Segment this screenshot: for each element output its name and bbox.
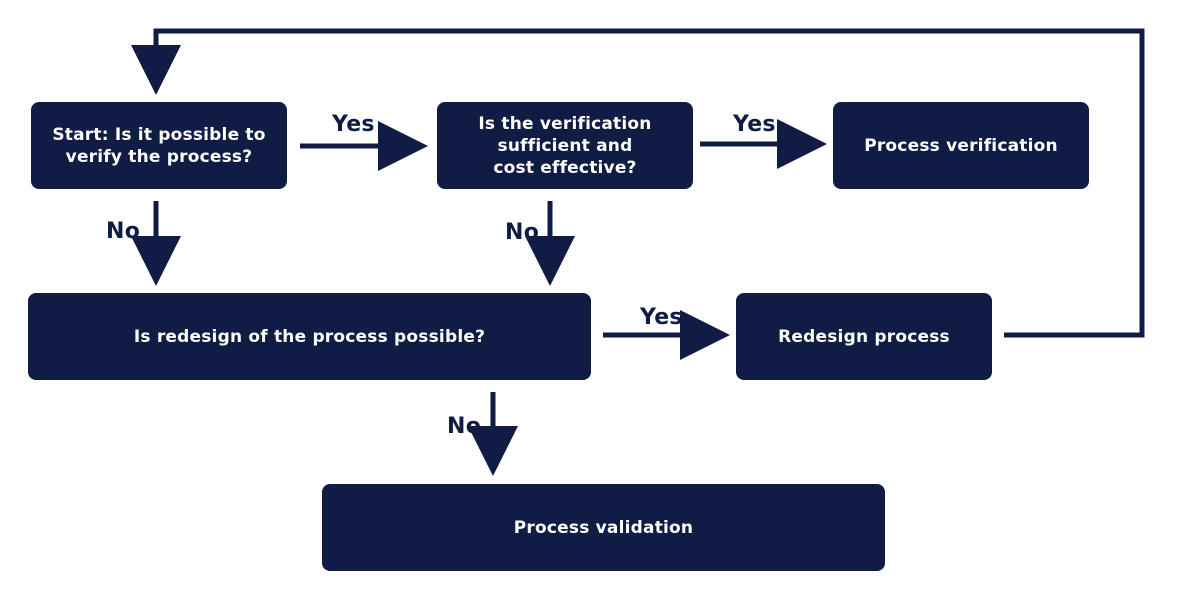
arrow-feedback-loop-to-start bbox=[131, 28, 1145, 338]
edge-label-yes-redesign-to-redesign-process: Yes bbox=[640, 305, 683, 330]
edge-label-yes-verification-to-process-verification: Yes bbox=[733, 112, 776, 137]
node-verification-check: Is the verification sufficient and cost … bbox=[437, 102, 693, 189]
node-redesign-process: Redesign process bbox=[736, 293, 992, 380]
edge-label-no-redesign-to-validation: No bbox=[447, 414, 482, 439]
node-redesign-check: Is redesign of the process possible? bbox=[28, 293, 591, 380]
edge-label-yes-start-to-verification: Yes bbox=[332, 112, 375, 137]
edge-label-no-verification-to-redesign: No bbox=[505, 220, 540, 245]
edge-label-no-start-to-redesign: No bbox=[106, 219, 141, 244]
node-process-validation: Process validation bbox=[322, 484, 885, 571]
node-process-verification: Process verification bbox=[833, 102, 1089, 189]
node-start: Start: Is it possible to verify the proc… bbox=[31, 102, 287, 189]
